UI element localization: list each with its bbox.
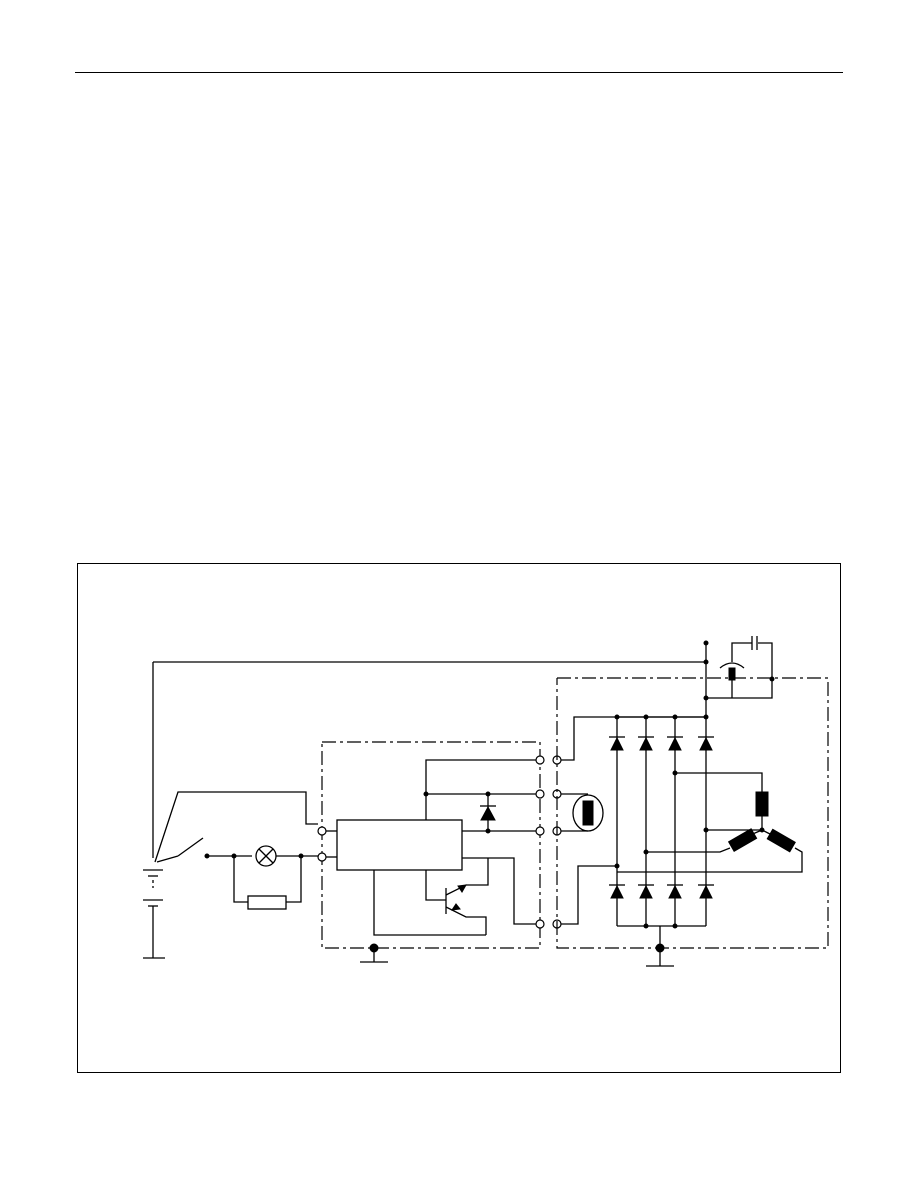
regulator-terminal-lamp (317, 852, 327, 862)
alternator-enclosure (556, 677, 829, 949)
sense-wire (154, 791, 318, 863)
rotor-field-coil (561, 793, 604, 832)
regulator-terminal-sense (317, 826, 327, 836)
regulator-diode (480, 805, 496, 821)
suppression-capacitor (706, 636, 775, 699)
regulator-transistor (425, 858, 489, 935)
ignition-switch (156, 837, 252, 863)
regulator-enclosure (321, 741, 541, 949)
figure-frame (77, 563, 841, 1073)
battery (143, 662, 165, 959)
header-rule (75, 72, 843, 73)
rectifier-diodes (609, 714, 714, 929)
regulator-ground (360, 870, 486, 963)
voltage-regulator-ic (336, 819, 463, 871)
stator-windings (617, 770, 803, 873)
lamp-bypass-resistor (233, 856, 302, 910)
alternator-ground (646, 926, 674, 967)
